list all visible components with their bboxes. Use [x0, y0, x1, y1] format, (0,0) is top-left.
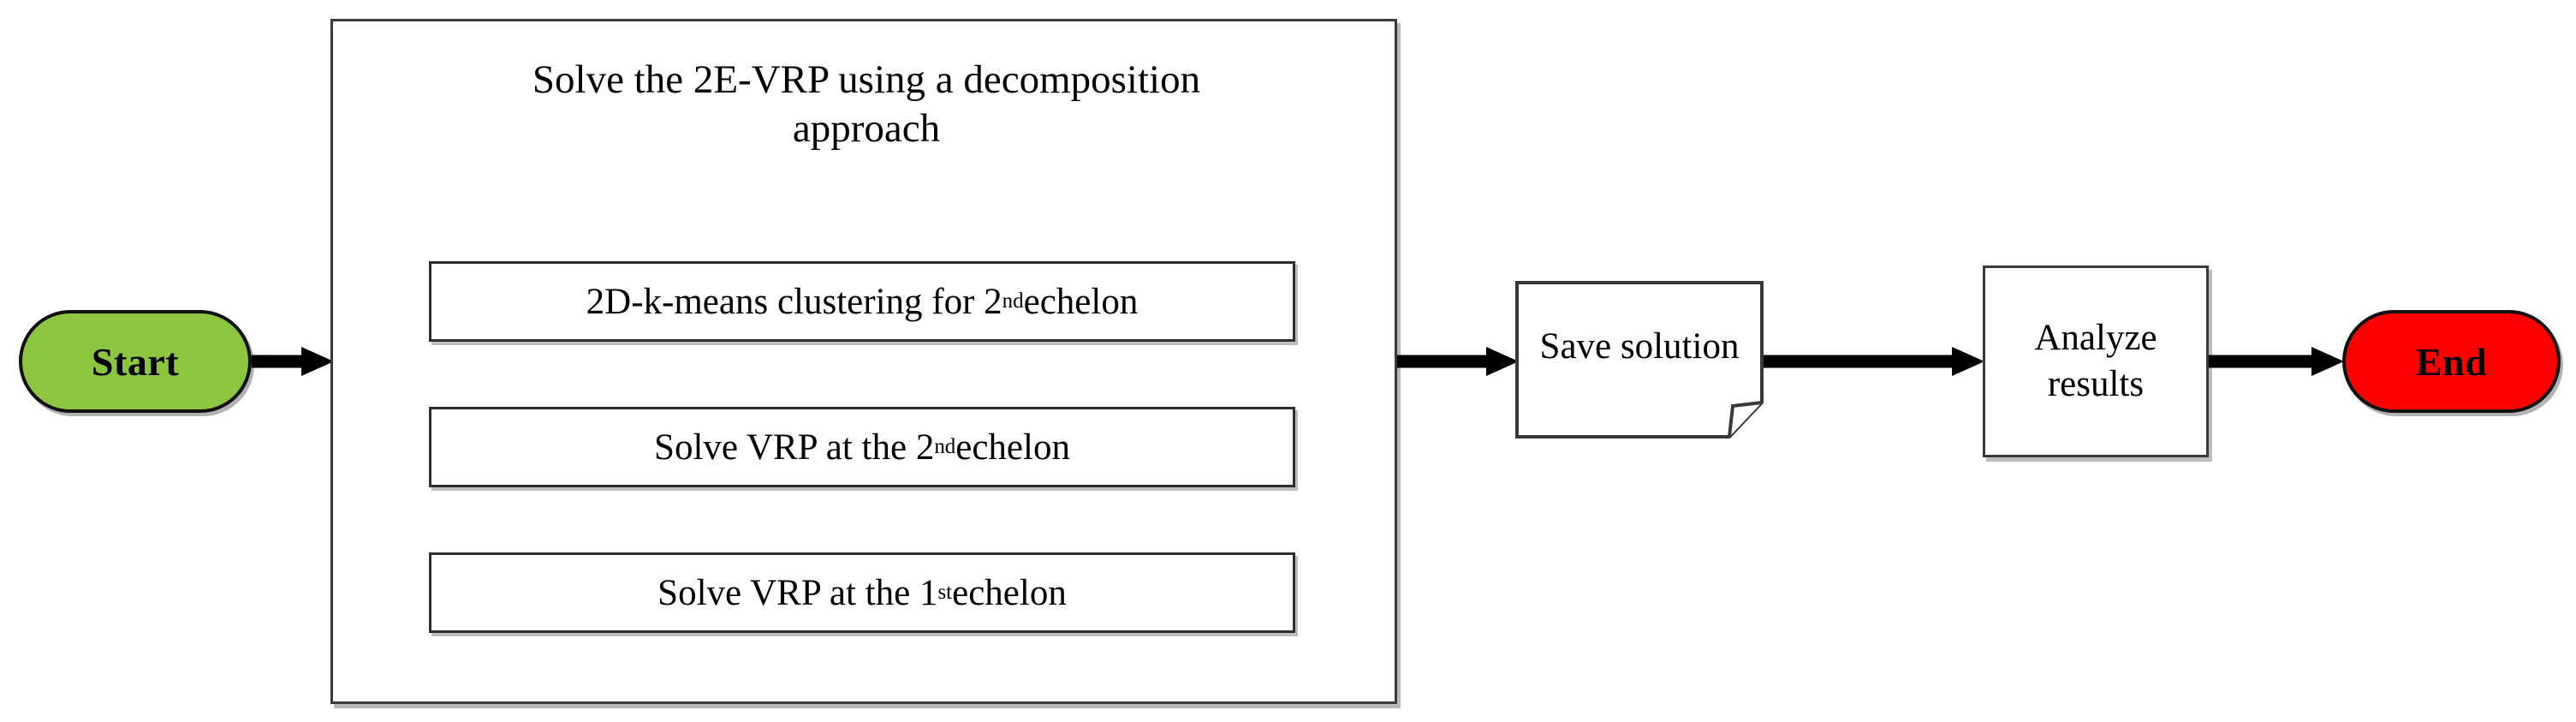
step-text-before: Solve VRP at the 1	[657, 572, 938, 613]
arrow-decomposition-to-save-solution	[1397, 345, 1519, 378]
node-end-label: End	[2415, 339, 2488, 384]
node-save-solution[interactable]: Save solution	[1515, 281, 1764, 439]
analyze-results-line-1: Analyze	[2034, 317, 2157, 358]
node-analyze-results[interactable]: Analyze results	[1983, 266, 2209, 457]
arrow-save-solution-to-analyze-results	[1764, 345, 1984, 378]
node-start[interactable]: Start	[19, 310, 252, 413]
document-shape-icon	[1515, 281, 1764, 439]
node-analyze-results-label: Analyze results	[2034, 315, 2157, 408]
step-text-before: 2D-k-means clustering for 2	[586, 281, 1002, 322]
node-save-solution-label: Save solution	[1539, 326, 1740, 367]
node-start-label: Start	[91, 339, 180, 384]
step-text-after: echelon	[1023, 281, 1139, 322]
decomposition-title: Solve the 2E-VRP using a decomposition a…	[384, 56, 1348, 154]
arrow-analyze-results-to-end	[2209, 345, 2344, 378]
step-text-before: Solve VRP at the 2	[654, 427, 935, 468]
decomposition-title-line-1: Solve the 2E-VRP using a decomposition	[532, 57, 1201, 102]
arrow-start-to-decomposition	[252, 345, 334, 378]
analyze-results-line-2: results	[2047, 364, 2145, 404]
step-text-after: echelon	[952, 572, 1067, 613]
node-end[interactable]: End	[2342, 310, 2561, 413]
decomposition-title-line-2: approach	[792, 106, 941, 152]
step-text-after: echelon	[955, 427, 1070, 468]
node-decomposition-container[interactable]: Solve the 2E-VRP using a decomposition a…	[330, 19, 1397, 704]
